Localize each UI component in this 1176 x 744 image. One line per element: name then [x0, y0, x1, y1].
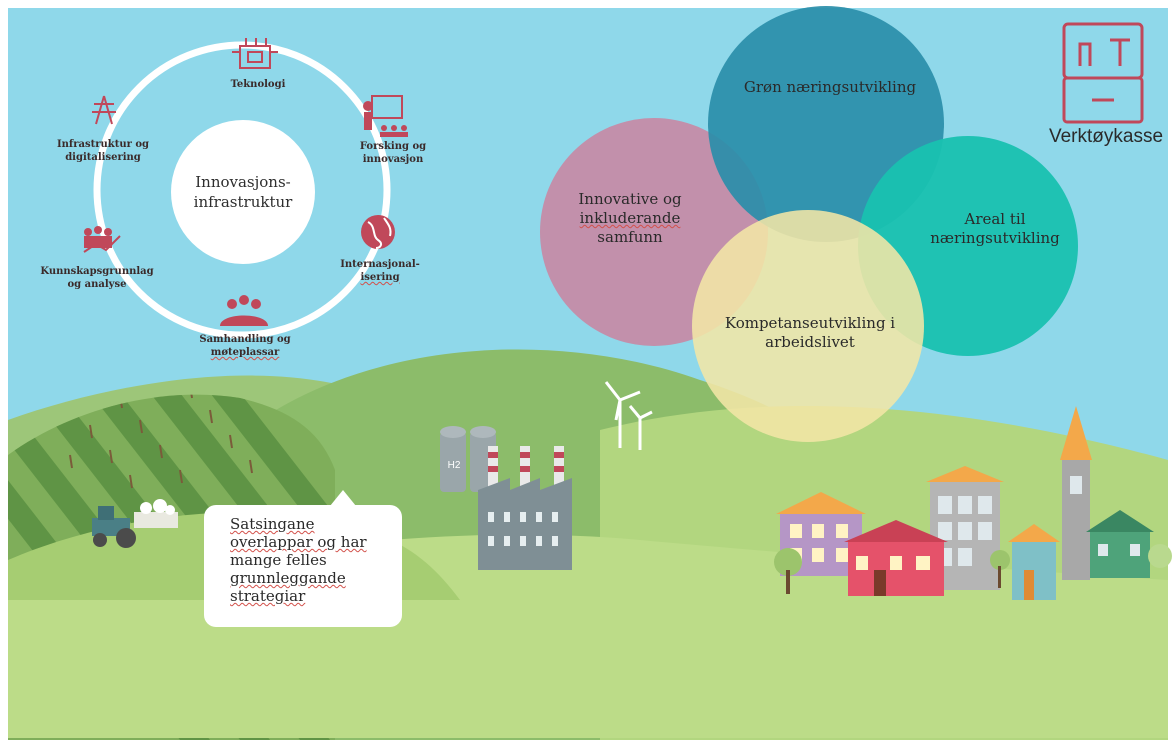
ring-item-label: Kunnskapsgrunnlag — [40, 266, 154, 277]
ring-item-label: Internasjonal- — [340, 259, 420, 270]
toolbox-label: Verktøykasse — [1048, 126, 1164, 147]
callout-line: mange felles — [230, 551, 327, 569]
venn-label-innovative: Innovative og inkluderande samfunn — [570, 190, 690, 247]
factory-icon — [478, 446, 572, 570]
power-tower-icon — [92, 95, 116, 125]
venn-label-line: Areal til — [964, 210, 1026, 228]
venn-label-line: Grøn næringsutvikling — [743, 78, 917, 96]
ring-item-teknologi: Teknologi — [208, 78, 308, 91]
globe-icon — [361, 215, 395, 249]
callout-line: Satsingane — [230, 515, 315, 533]
callout-line: overlappar og har — [230, 533, 367, 551]
ring-item-label: møteplassar — [210, 347, 280, 358]
tractor-icon — [92, 499, 178, 548]
callout-tail — [330, 490, 356, 506]
venn-label-kompetanse: Kompetanseutvikling i arbeidslivet — [700, 314, 920, 352]
venn-label-line: næringsutvikling — [930, 229, 1060, 247]
meeting-icon — [220, 295, 268, 326]
teacher-icon — [363, 95, 408, 137]
ring-item-label: og analyse — [67, 279, 127, 290]
ring-item-samhandling: Samhandling og møteplassar — [186, 333, 304, 359]
callout-text: Satsingane overlappar og har mange felle… — [230, 515, 400, 605]
ring-center-line: Innovasjons- — [195, 173, 291, 191]
ring-item-label: Samhandling og — [199, 334, 291, 345]
analysis-icon — [83, 226, 121, 253]
ring-item-label: digitalisering — [65, 152, 141, 163]
ring-item-internasjonal: Internasjonal- isering — [330, 258, 430, 284]
ring-item-forsking: Forsking og innovasjon — [348, 140, 438, 166]
ring-item-infrastruktur: Infrastruktur og digitalisering — [48, 138, 158, 164]
ring-center-title: Innovasjons- infrastruktur — [176, 172, 310, 212]
venn-label-line: arbeidslivet — [765, 333, 855, 351]
ring-item-label: isering — [360, 272, 400, 283]
callout-line: grunnleggande — [230, 569, 346, 587]
ring-item-label: Forsking og — [359, 141, 427, 152]
venn-label-line: inkluderande — [579, 209, 681, 227]
callout-line: strategiar — [230, 587, 306, 605]
ring-item-label: Infrastruktur og — [56, 139, 150, 150]
callout-bubble — [204, 505, 402, 627]
wind-turbines — [604, 381, 653, 450]
chip-icon — [232, 38, 278, 69]
venn-label-areal: Areal til næringsutvikling — [920, 210, 1070, 248]
village — [774, 406, 1172, 600]
venn-label-line: Innovative og — [578, 190, 682, 208]
ring-center-circle — [171, 120, 315, 264]
ring-center-line: infrastruktur — [193, 193, 293, 211]
toolbox-icon — [1062, 22, 1144, 124]
venn-label-gron: Grøn næringsutvikling — [730, 78, 930, 97]
venn-label-line: Kompetanseutvikling i — [724, 314, 896, 332]
venn-label-line: samfunn — [597, 228, 663, 246]
ring-item-label: innovasjon — [362, 154, 424, 165]
h2-label: H2 — [447, 460, 461, 471]
ring-item-label: Teknologi — [230, 79, 286, 90]
ring-item-kunnskap: Kunnskapsgrunnlag og analyse — [38, 265, 156, 291]
venn-circle-kompetanse — [692, 210, 924, 442]
